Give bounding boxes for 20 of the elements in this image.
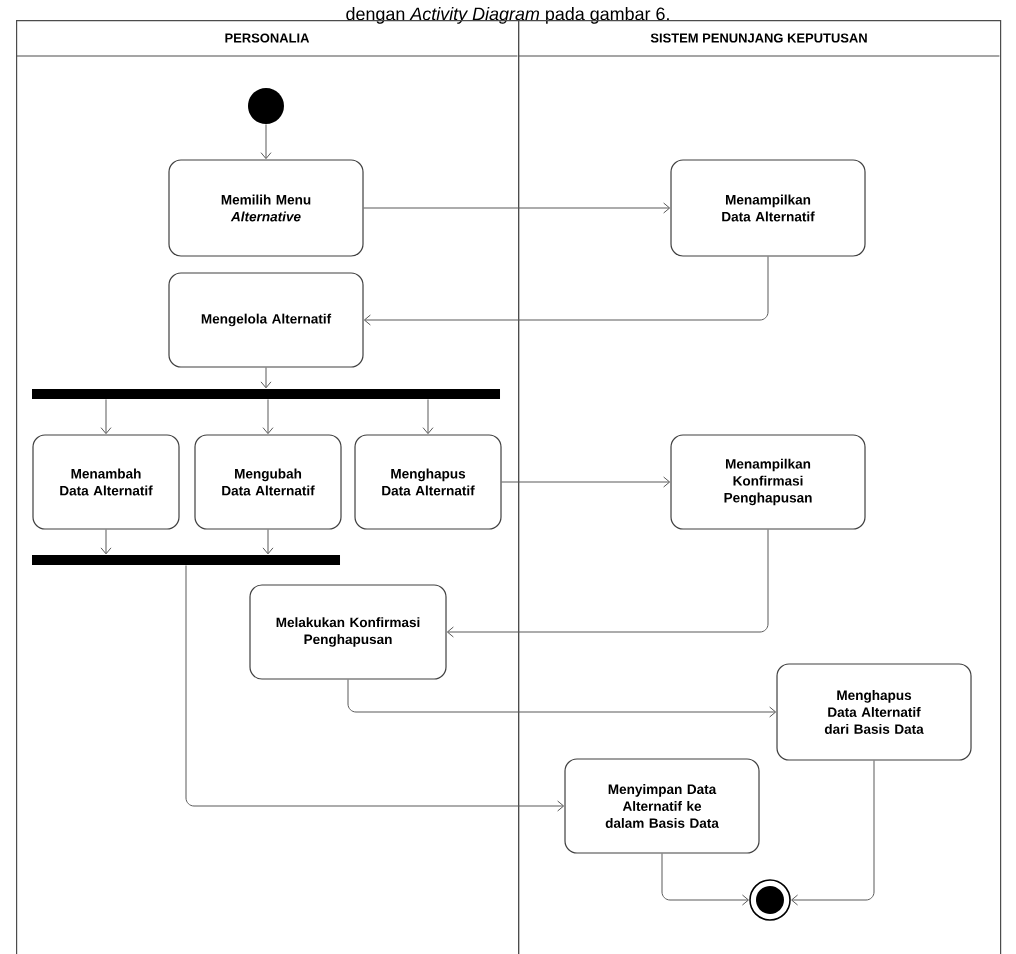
arrow bbox=[446, 529, 769, 638]
arrow bbox=[262, 398, 274, 435]
arrow bbox=[185, 564, 565, 812]
arrow bbox=[100, 398, 112, 435]
arrow bbox=[260, 123, 272, 160]
arrow bbox=[363, 256, 769, 326]
arrow bbox=[260, 367, 272, 389]
arrow bbox=[661, 853, 749, 906]
start-node bbox=[248, 88, 284, 124]
arrow bbox=[422, 398, 434, 435]
end-node bbox=[749, 879, 791, 921]
arrow bbox=[100, 529, 112, 555]
heading-text: dengan Activity Diagram pada gambar 6. bbox=[346, 7, 669, 24]
arrow bbox=[363, 202, 671, 214]
arrow bbox=[501, 476, 671, 488]
fork-bar bbox=[32, 555, 340, 565]
arrow bbox=[347, 679, 777, 718]
arrow bbox=[262, 529, 274, 555]
arrow bbox=[791, 760, 875, 906]
fork-bar bbox=[32, 389, 500, 399]
